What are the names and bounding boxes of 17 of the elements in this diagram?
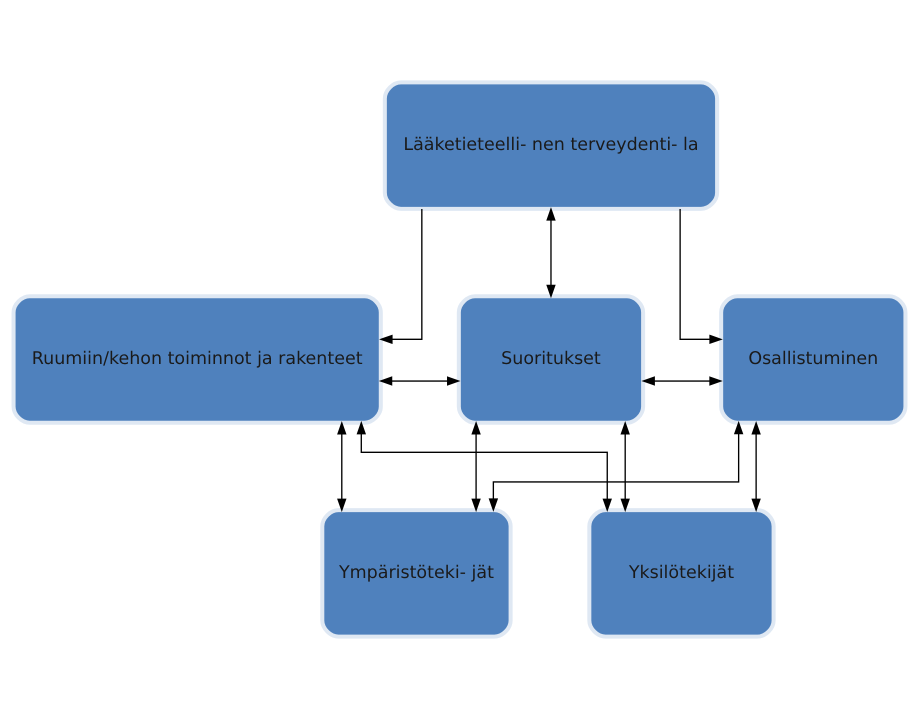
arrow (379, 208, 422, 344)
arrow (488, 420, 744, 512)
arrow (337, 420, 346, 512)
arrow (620, 420, 630, 512)
node-box: Yksilötekijät (587, 508, 776, 638)
arrow (356, 420, 612, 512)
arrow (751, 420, 761, 512)
node-box: Ympäristöteki- jät (320, 508, 513, 638)
arrow (546, 206, 556, 298)
arrow (378, 376, 460, 386)
node-box: Lääketieteelli- nen terveydenti- la (382, 80, 720, 210)
arrow (641, 376, 723, 386)
node-box: Osallistuminen (719, 294, 908, 424)
node-box: Ruumiin/kehon toiminnot ja rakenteet (12, 294, 383, 424)
arrow (471, 420, 481, 512)
arrow (679, 208, 723, 344)
node-box: Suoritukset (456, 294, 646, 424)
